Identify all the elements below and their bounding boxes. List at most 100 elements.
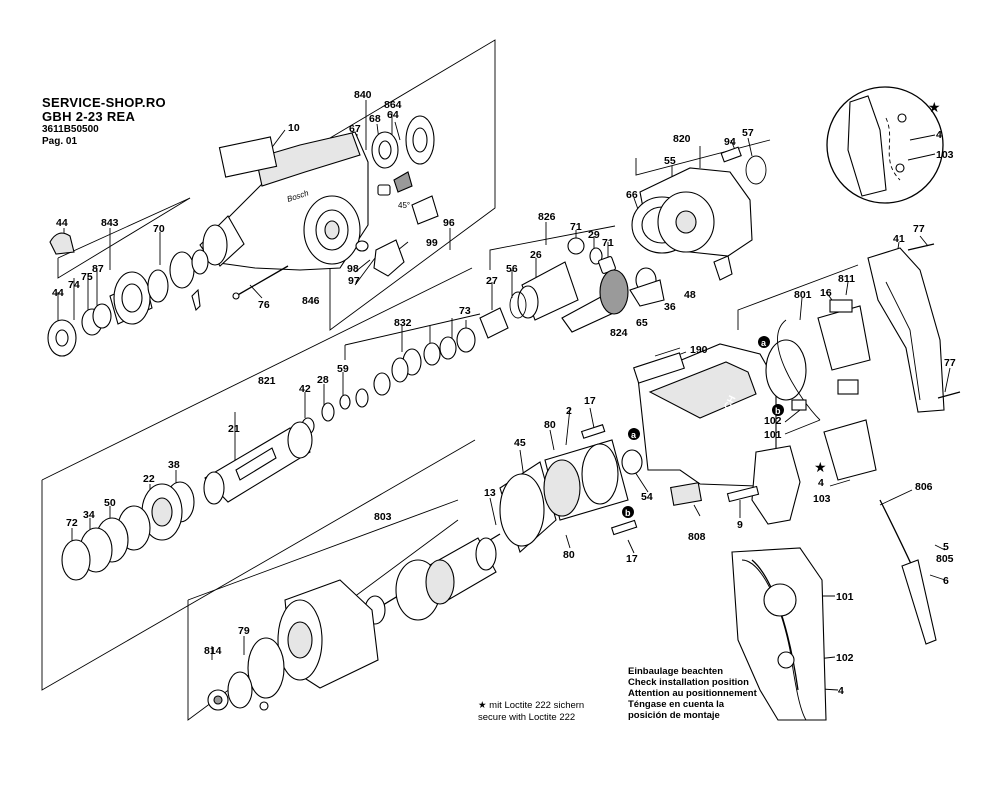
callout-label: 29 <box>588 229 600 241</box>
model-name: GBH 2-23 REA <box>42 109 136 124</box>
callout-label: 73 <box>459 305 471 317</box>
callout-label: 840 <box>354 89 372 101</box>
callout-label: 55 <box>664 155 676 167</box>
callout-label: 57 <box>742 127 754 139</box>
hammer-tube <box>203 421 313 505</box>
note-line: posición de montaje <box>628 710 720 721</box>
callout-label: 27 <box>486 275 498 287</box>
callout-label: 74 <box>68 279 80 291</box>
callout-label: 50 <box>104 497 116 509</box>
callout-label: 80 <box>544 419 556 431</box>
callout-label: 56 <box>506 263 518 275</box>
star-icon: ★ <box>814 459 827 475</box>
callout-label: 102 <box>764 415 782 427</box>
callout-label: 48 <box>684 289 696 301</box>
clutch-gear-group <box>61 481 195 581</box>
callout-label: 814 <box>204 645 222 657</box>
callout-label: 21 <box>228 423 240 435</box>
callout-label: 75 <box>81 271 93 283</box>
marker-a-1: a <box>761 338 767 348</box>
callout-label: 832 <box>394 317 412 329</box>
armature <box>354 533 501 625</box>
callout-label-4: 4 <box>818 477 824 489</box>
callout-label: 190 <box>690 344 708 356</box>
star-icon: ★ <box>928 99 941 115</box>
diagram-header: SERVICE-SHOP.RO GBH 2-23 REA 3611B50500 … <box>42 96 166 148</box>
note-line: Téngase en cuenta la <box>628 699 725 710</box>
callout-label: 806 <box>915 481 933 493</box>
callout-label-4-inset: 4 <box>838 685 844 697</box>
callout-label: 80 <box>563 549 575 561</box>
gear-housing: Bosch <box>199 131 369 271</box>
callout-label: 42 <box>299 383 311 395</box>
callout-label: 68 <box>369 113 381 125</box>
callout-label-102: 102 <box>836 652 854 664</box>
callout-label: 821 <box>258 375 276 387</box>
callout-label: 65 <box>636 317 648 329</box>
callout-label: 71 <box>602 237 614 249</box>
loctite-note: ★ mit Loctite 222 sichern secure with Lo… <box>478 700 584 724</box>
callout-label: 77 <box>913 223 925 235</box>
handle-half <box>867 243 961 413</box>
callout-label: 17 <box>584 395 596 407</box>
callout-label: 103 <box>936 149 954 161</box>
callout-labels: 840 864 67 68 64 10 44 843 70 74 75 87 4… <box>52 89 956 697</box>
callout-label: 101 <box>764 429 782 441</box>
callout-label: 808 <box>688 531 706 543</box>
callout-label: 38 <box>168 459 180 471</box>
callout-label-103: 103 <box>813 493 831 505</box>
callout-label: 10 <box>288 122 300 134</box>
callout-label: 803 <box>374 511 392 523</box>
motor-housing: BOSCH <box>633 343 801 525</box>
power-cable <box>879 499 937 645</box>
callout-label-101: 101 <box>836 591 854 603</box>
marker-a-2: a <box>631 430 637 440</box>
callout-label: 96 <box>443 217 455 229</box>
callout-label: 79 <box>238 625 250 637</box>
callout-label: 824 <box>610 327 628 339</box>
callout-label: 9 <box>737 519 743 531</box>
callout-label: 59 <box>337 363 349 375</box>
callout-label: 97 <box>348 275 360 287</box>
page-number: Pag. 01 <box>42 136 78 147</box>
angle-label: 45° <box>398 201 410 210</box>
callout-label: 45 <box>514 437 526 449</box>
callout-label: 13 <box>484 487 496 499</box>
callout-label: 99 <box>426 237 438 249</box>
part-number: 3611B50500 <box>42 124 99 135</box>
callout-label: 22 <box>143 473 155 485</box>
note-line: Check installation position <box>628 677 749 688</box>
callout-label: 34 <box>83 509 95 521</box>
callout-label: 44 <box>52 287 64 299</box>
bearing-group-top: 45° <box>355 115 439 277</box>
installation-note: Einbaulage beachten Check installation p… <box>628 666 757 721</box>
callout-label: 98 <box>347 263 359 275</box>
callout-label: 843 <box>101 217 119 229</box>
intermediate-shaft-group <box>479 237 665 339</box>
motor-bearing-housing <box>207 579 379 711</box>
callout-label: 811 <box>838 273 855 285</box>
marker-b-2: b <box>625 508 631 518</box>
chuck-parts <box>47 232 289 357</box>
installation-inset <box>731 547 827 721</box>
callout-label: 820 <box>673 133 691 145</box>
callout-label: 846 <box>302 295 320 307</box>
callout-label: 77 <box>944 357 956 369</box>
callout-label: 44 <box>56 217 68 229</box>
callout-label: 4 <box>936 129 942 141</box>
callout-label: 76 <box>258 299 270 311</box>
callout-label: 87 <box>92 263 104 275</box>
callout-label: 64 <box>387 109 399 121</box>
connector-markers: a a b b <box>622 336 784 518</box>
callout-label: 864 <box>384 99 402 111</box>
callout-label: 41 <box>893 233 905 245</box>
motor-end-cover <box>631 146 767 281</box>
callout-label: 54 <box>641 491 653 503</box>
assembly-brackets <box>41 39 859 721</box>
callout-label: 36 <box>664 301 676 313</box>
callout-label: 26 <box>530 249 542 261</box>
callout-label: 801 <box>794 289 812 301</box>
inset-detail-circle <box>826 86 944 204</box>
